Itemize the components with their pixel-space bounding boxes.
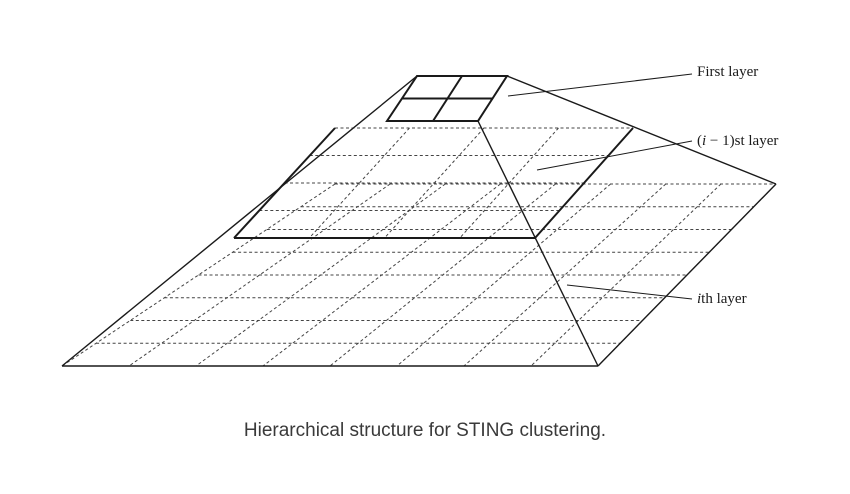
edge-back-ridge: [506, 75, 777, 185]
leader-ith-layer: [566, 284, 693, 300]
leader-first-layer: [507, 73, 693, 97]
edge-front-ridge: [477, 120, 599, 367]
leader-lines: [507, 73, 693, 300]
grid-line-depth: [128, 183, 391, 367]
i-minus-1-layer-outline: [233, 127, 634, 239]
edge-right-slope: [597, 183, 777, 367]
ith-layer-grid: [61, 183, 777, 367]
i-minus-1-layer-label: (i − 1)st layer: [697, 133, 778, 149]
sting-pyramid-diagram: First layer (i − 1)st layer ith layer: [61, 64, 778, 367]
edge-left-slope: [61, 75, 418, 367]
grid-line-depth: [463, 183, 667, 367]
figure-caption: Hierarchical structure for STING cluster…: [243, 420, 607, 441]
i-minus-1-layer-grid: [259, 127, 633, 239]
ith-layer-label: ith layer: [697, 291, 747, 307]
grid-line-depth: [308, 127, 410, 239]
pyramid-outline: [61, 75, 777, 367]
leader-i-minus-1-layer: [536, 140, 693, 171]
grid-line-depth: [459, 127, 559, 239]
first-layer-cells: [385, 75, 509, 122]
first-layer-label: First layer: [697, 64, 758, 80]
